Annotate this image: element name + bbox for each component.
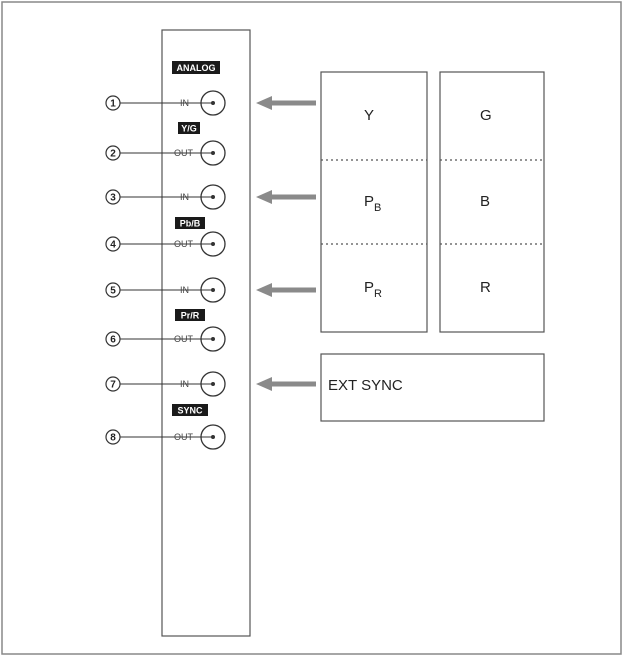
connector-panel: [161, 29, 251, 637]
svg-text:Pb/B: Pb/B: [180, 219, 201, 229]
bnc-connector: [200, 184, 226, 210]
port-label: IN: [180, 285, 189, 295]
signal-ext-sync: EXT SYNC: [328, 377, 403, 394]
signal-box-ypbpr: [320, 71, 428, 333]
signal-arrow: [256, 190, 316, 204]
callout-number: 1: [110, 99, 116, 110]
label-sync: SYNC: [172, 404, 208, 416]
port-label: IN: [180, 192, 189, 202]
callout-number: 4: [110, 240, 116, 251]
label-pb-b: Pb/B: [175, 217, 205, 229]
bnc-pin: [211, 242, 215, 246]
signal-arrow: [256, 96, 316, 110]
connector-row: 2 OUT: [105, 140, 226, 166]
bnc-connector: [200, 371, 226, 397]
svg-text:SYNC: SYNC: [177, 406, 203, 416]
connector-row: 1 IN: [105, 90, 226, 116]
bnc-connector: [200, 326, 226, 352]
bnc-connector: [200, 277, 226, 303]
bnc-connector: [200, 231, 226, 257]
connector-row: 3 IN: [105, 184, 226, 210]
signal-arrow: [256, 377, 316, 391]
label-pr-r: Pr/R: [175, 309, 205, 321]
signal-y: Y: [364, 107, 374, 124]
bnc-pin: [211, 435, 215, 439]
callout-number: 2: [110, 149, 116, 160]
port-label: IN: [180, 98, 189, 108]
bnc-pin: [211, 101, 215, 105]
bnc-pin: [211, 382, 215, 386]
bnc-connector: [200, 140, 226, 166]
label-analog: ANALOG: [172, 61, 220, 74]
signal-b: B: [480, 193, 490, 210]
port-label: OUT: [174, 239, 194, 249]
callout-number: 5: [110, 286, 116, 297]
port-label: OUT: [174, 432, 194, 442]
connector-row: 6 OUT: [105, 326, 226, 352]
port-label: OUT: [174, 334, 194, 344]
signal-r: R: [480, 279, 491, 296]
signal-arrow: [256, 283, 316, 297]
signal-box-ext-sync: [320, 353, 545, 422]
connector-row: 4 OUT: [105, 231, 226, 257]
label-y-g: Y/G: [178, 122, 200, 134]
svg-text:Pr/R: Pr/R: [181, 311, 200, 321]
callout-number: 6: [110, 335, 116, 346]
signal-pb: PB: [364, 193, 381, 214]
signal-box-gbr: [439, 71, 545, 333]
bnc-connector: [200, 90, 226, 116]
signal-g: G: [480, 107, 492, 124]
callout-number: 7: [110, 380, 116, 391]
signal-pr: PR: [364, 279, 382, 300]
bnc-pin: [211, 151, 215, 155]
callout-number: 8: [110, 433, 116, 444]
callout-number: 3: [110, 193, 116, 204]
bnc-pin: [211, 337, 215, 341]
connector-row: 8 OUT: [105, 424, 226, 450]
bnc-pin: [211, 195, 215, 199]
port-label: OUT: [174, 148, 194, 158]
port-label: IN: [180, 379, 189, 389]
connector-row: 7 IN: [105, 371, 226, 397]
bnc-pin: [211, 288, 215, 292]
connector-row: 5 IN: [105, 277, 226, 303]
svg-text:Y/G: Y/G: [181, 124, 197, 134]
svg-text:ANALOG: ANALOG: [177, 63, 216, 73]
bnc-connector: [200, 424, 226, 450]
